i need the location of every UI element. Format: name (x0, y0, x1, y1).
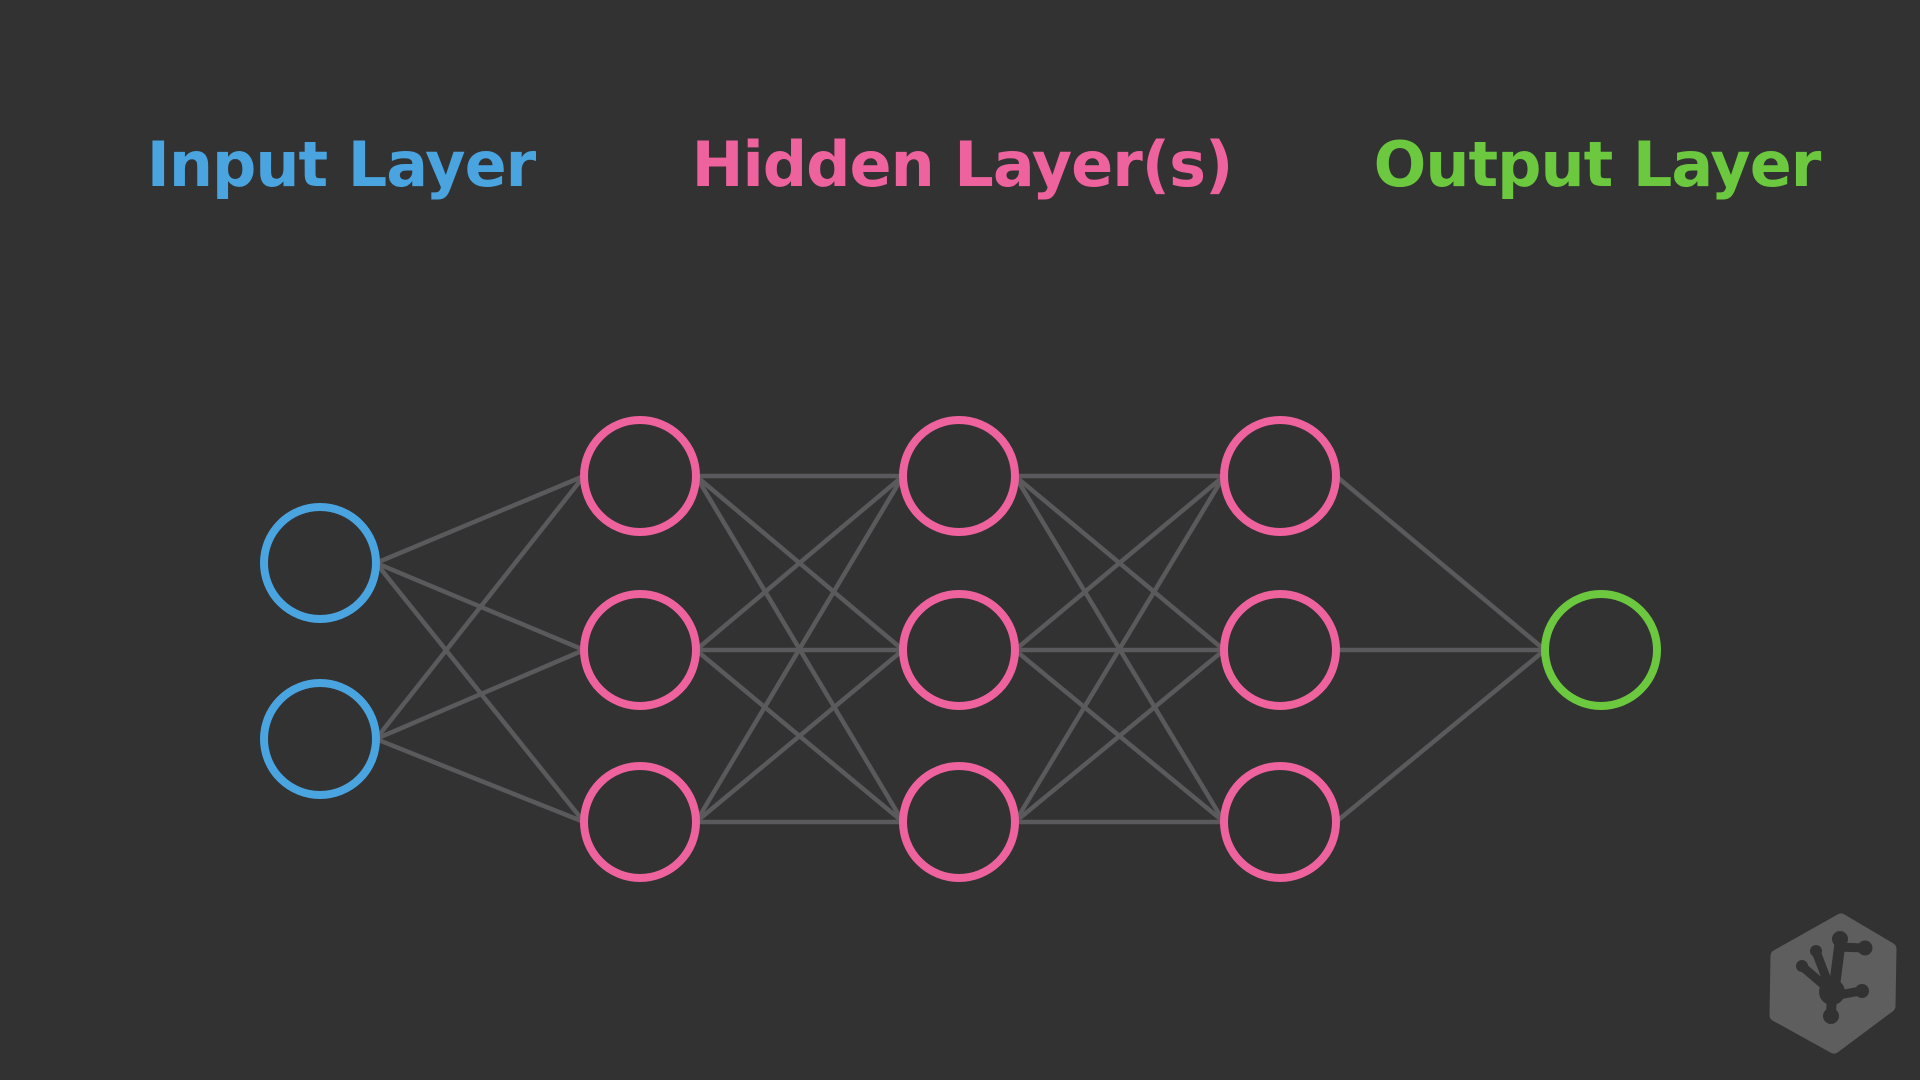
network-node-hidden-3-2 (1220, 590, 1340, 710)
network-node-hidden-2-1 (899, 416, 1019, 536)
network-node-input-1 (260, 503, 380, 623)
network-node-hidden-1-2 (580, 590, 700, 710)
treehouse-logo (1769, 913, 1897, 1054)
network-edge (1013, 474, 1226, 652)
logo-frog-footprint-icon (1796, 931, 1873, 1024)
network-node-hidden-3-1 (1220, 416, 1340, 536)
network-node-input-2 (260, 679, 380, 799)
network-node-hidden-2-2 (899, 590, 1019, 710)
input-layer-label: Input Layer (146, 128, 536, 201)
hidden-layer-label: Hidden Layer(s) (691, 128, 1234, 201)
network-edge (1334, 648, 1547, 824)
network-edge (1013, 474, 1226, 824)
network-edge (1013, 648, 1226, 824)
network-edge (374, 474, 586, 741)
network-edge (375, 473, 585, 566)
network-node-output-1 (1541, 590, 1661, 710)
network-node-hidden-1-1 (580, 416, 700, 536)
network-edge (1334, 474, 1547, 652)
network-edge (694, 474, 905, 652)
network-node-hidden-3-3 (1220, 762, 1340, 882)
network-node-hidden-1-3 (580, 762, 700, 882)
network-edge (694, 474, 905, 824)
network-edge (694, 648, 905, 824)
network-edge (375, 647, 585, 742)
output-layer-label: Output Layer (1373, 128, 1822, 201)
network-edge (375, 736, 585, 825)
network-node-hidden-2-3 (899, 762, 1019, 882)
